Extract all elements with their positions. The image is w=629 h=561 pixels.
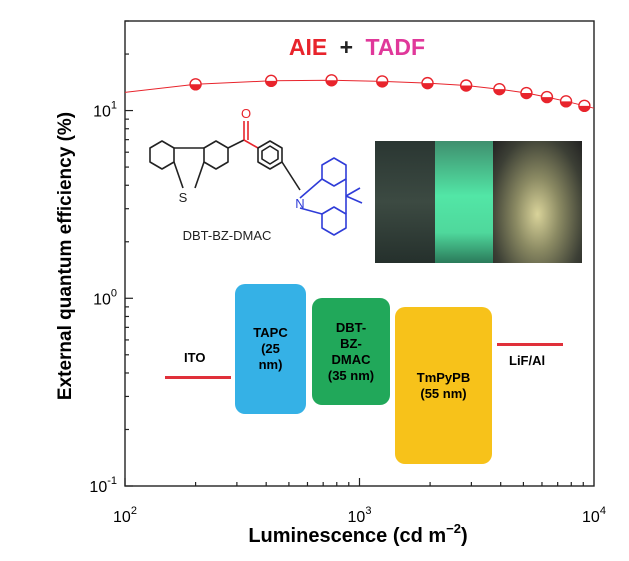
x-axis-label-close: ) (461, 525, 468, 547)
data-point (493, 82, 506, 96)
layer-tapc: TAPC (25 nm) (235, 284, 306, 414)
x-tick-label: 103 (348, 505, 372, 526)
series-eqe (124, 74, 595, 113)
data-point (376, 75, 389, 88)
molecule-label: DBT-BZ-DMAC (183, 228, 272, 243)
anode-line (165, 376, 231, 379)
vial-dark (375, 141, 435, 263)
data-point (459, 79, 473, 92)
vial-film (493, 141, 582, 263)
data-point (421, 76, 434, 90)
title-tadf: TADF (365, 34, 425, 60)
layer-dbt-bz-dmac: DBT- BZ- DMAC (35 nm) (312, 298, 390, 405)
x-tick-label: 102 (113, 505, 137, 526)
layer-tmpypb-text: TmPyPB (55 nm) (416, 369, 471, 401)
y-tick-label: 10-1 (89, 475, 117, 496)
chart-title: AIE + TADF (289, 34, 425, 60)
title-plus: + (340, 34, 353, 60)
x-tick-label: 104 (582, 505, 606, 526)
molecule-nitrogen: N (295, 196, 304, 211)
layer-tapc-text: TAPC (25 nm) (253, 325, 288, 372)
y-tick-label: 101 (93, 100, 117, 121)
axes: 102 103 104 10-1 100 101 (89, 20, 606, 526)
layer-dbt-bz-dmac-text: DBT- BZ- DMAC (35 nm) (327, 319, 375, 383)
molecule-oxygen: O (241, 106, 251, 121)
cathode-label: LiF/Al (509, 353, 546, 368)
cathode-line (497, 343, 563, 346)
y-tick-label: 100 (93, 287, 117, 308)
anode-label: ITO (184, 350, 206, 365)
data-point (264, 74, 278, 88)
data-point (578, 99, 591, 113)
data-point (540, 90, 554, 104)
x-axis-label-sup: −2 (446, 521, 461, 536)
data-point (189, 78, 202, 91)
molecule-sulfur: S (179, 190, 188, 205)
emission-photo (375, 141, 582, 263)
y-axis-label: External quantum efficiency (%) (55, 112, 76, 400)
x-axis-label: Luminescence (cd m−2) (248, 521, 467, 547)
data-point (520, 86, 533, 100)
layer-tmpypb: TmPyPB (55 nm) (395, 307, 492, 464)
title-aie: AIE (289, 34, 327, 60)
molecule-structure (149, 121, 363, 236)
x-axis-label-main: Luminescence (cd m (248, 525, 446, 547)
data-point (325, 74, 338, 87)
vial-green (435, 141, 493, 263)
data-point (559, 95, 573, 108)
